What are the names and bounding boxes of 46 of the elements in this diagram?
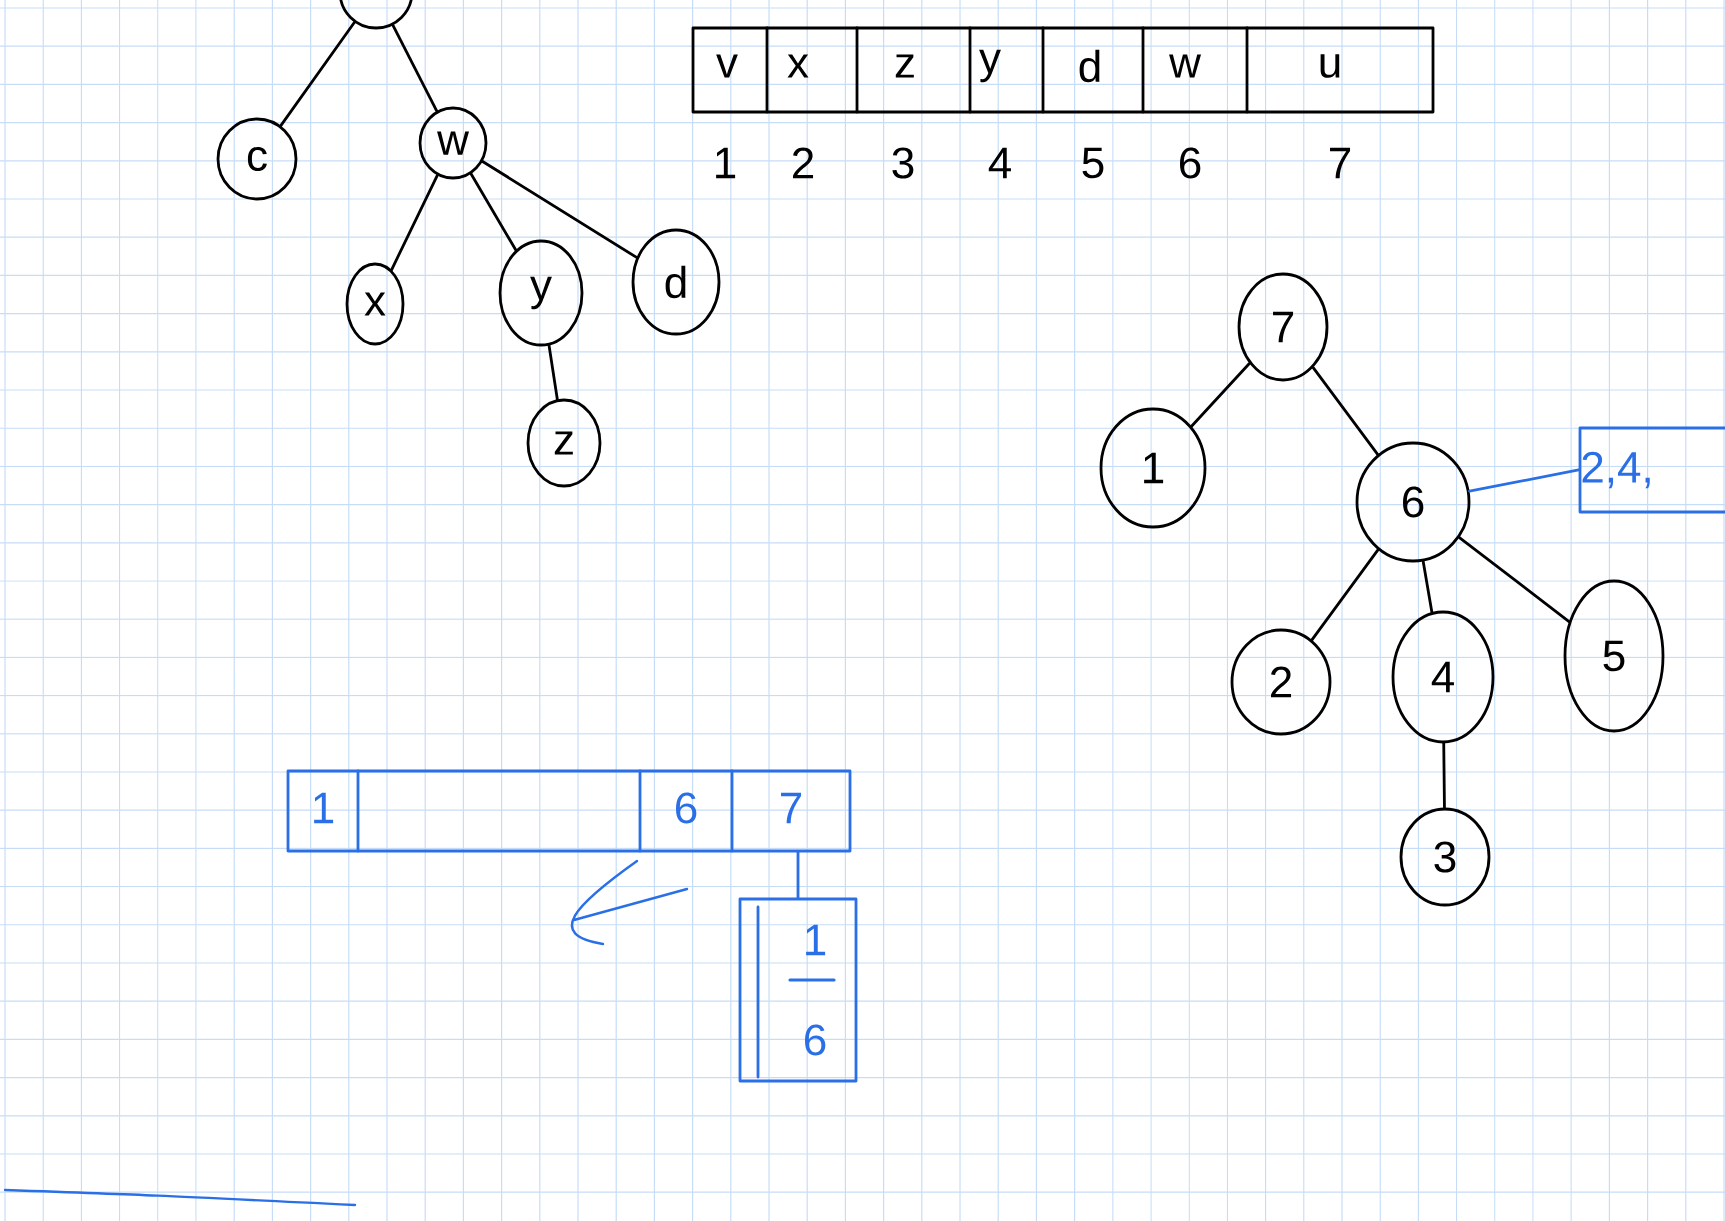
index-number: 4 (988, 147, 1011, 179)
tree-node: w (418, 106, 488, 180)
connector-line (481, 160, 638, 259)
tree-node (338, 0, 414, 30)
tree-node: 6 (1355, 441, 1471, 563)
connector-line (1468, 468, 1580, 493)
connector-line (279, 21, 356, 127)
tree-node: z (526, 398, 602, 488)
connector-line (547, 344, 559, 401)
tree-node: 5 (1563, 579, 1665, 733)
tree-node: x (345, 262, 405, 346)
connector-line (469, 172, 518, 252)
label: z (895, 54, 914, 78)
index-number: 6 (1180, 147, 1201, 179)
tree-node: d (631, 228, 721, 336)
label: u (1320, 54, 1340, 78)
label: v (716, 54, 738, 78)
tree-node: 3 (1399, 807, 1491, 907)
tree-node: c (216, 117, 298, 201)
list-box: 2,4, (1578, 426, 1725, 514)
index-number: 5 (1082, 147, 1104, 179)
connector-line (1458, 536, 1571, 623)
connector-line (390, 174, 439, 272)
tree-node: 2 (1230, 628, 1332, 736)
tree-node: 7 (1237, 272, 1329, 382)
array-box: 1 6 (738, 897, 858, 1083)
label: y (979, 49, 1001, 83)
tree-node: 1 (1099, 407, 1207, 529)
connector-line (1421, 560, 1434, 614)
connector-line (796, 851, 800, 899)
label: w (1169, 54, 1202, 78)
tree-node: 4 (1391, 610, 1495, 744)
index-number: 2 (793, 147, 814, 179)
connector-line (1310, 548, 1380, 642)
connector-line (1442, 742, 1446, 809)
connector-line (391, 23, 439, 113)
tree-node: y (498, 239, 584, 347)
label: x (787, 54, 809, 78)
connector-line (1190, 362, 1251, 428)
index-number: 3 (892, 147, 914, 179)
index-number: 7 (1330, 147, 1351, 179)
index-number: 1 (716, 147, 736, 179)
array-table: v x z y d w u (691, 26, 1435, 114)
connector-line (1311, 366, 1380, 456)
label: d (1079, 49, 1100, 83)
array-box: 1 6 7 (286, 769, 852, 853)
